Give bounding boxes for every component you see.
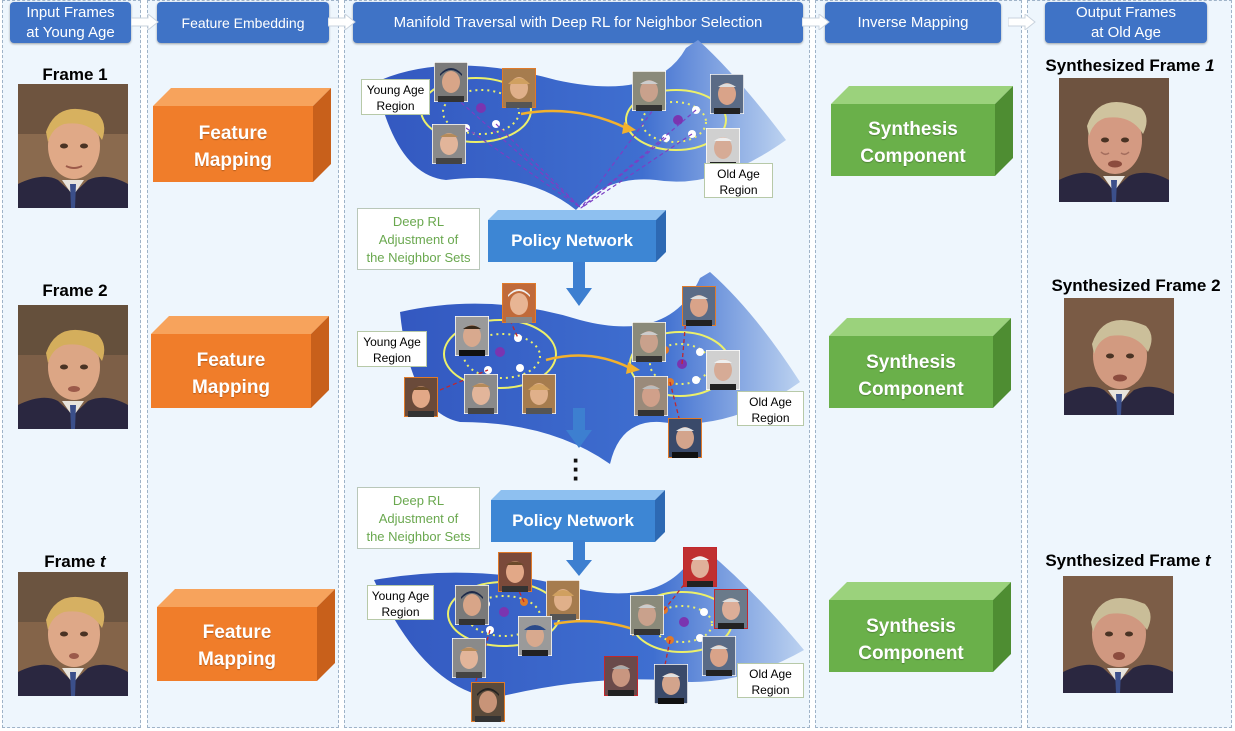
- neighbor-face-thumb: [682, 286, 716, 326]
- synthesis-cube-1: [831, 86, 1013, 176]
- policy-network-block-1: [488, 210, 666, 262]
- neighbor-face-thumb: [702, 636, 736, 676]
- neighbor-face-thumb: [706, 128, 740, 168]
- neighbor-face-thumb: [706, 350, 740, 390]
- young-face-image-2: [18, 305, 128, 429]
- synthesis-cube-3: [829, 582, 1011, 672]
- neighbor-face-thumb: [432, 124, 466, 164]
- neighbor-face-thumb: [502, 283, 536, 323]
- neighbor-face-thumb: [404, 377, 438, 417]
- header-output-frames: Output Frames at Old Age: [1045, 2, 1207, 43]
- neighbor-face-thumb: [668, 418, 702, 458]
- neighbor-face-thumb: [634, 376, 668, 416]
- neighbor-face-thumb: [452, 638, 486, 678]
- policy-network-block-2: [491, 490, 665, 542]
- header-input-line1: Input Frames: [26, 3, 115, 21]
- neighbor-face-thumb: [632, 322, 666, 362]
- neighbor-face-thumb: [502, 68, 536, 108]
- input-frame-1-label: Frame 1: [42, 65, 108, 84]
- header-inverse-mapping: Inverse Mapping: [825, 2, 1001, 43]
- neighbor-face-thumb: [654, 664, 688, 704]
- neighbor-face-thumb: [464, 374, 498, 414]
- synthesis-cube-2: [829, 318, 1011, 408]
- feature-mapping-cube-1: [153, 88, 331, 182]
- header-input-frames: Input Frames at Young Age: [10, 2, 131, 43]
- down-arrow-2: [566, 408, 592, 448]
- old-face-image-t: [1063, 576, 1173, 700]
- neighbor-face-thumb: [630, 595, 664, 635]
- neighbor-face-thumb: [522, 374, 556, 414]
- neighbor-face-thumb: [714, 589, 748, 629]
- header-embedding-text: Feature Embedding: [181, 14, 305, 31]
- feature-mapping-cube-2: [151, 316, 329, 408]
- neighbor-face-thumb: [546, 580, 580, 620]
- neighbor-face-thumb: [710, 74, 744, 114]
- young-face-image-t: [18, 572, 128, 696]
- neighbor-face-thumb: [455, 316, 489, 356]
- neighbor-face-thumb: [604, 656, 638, 696]
- header-manifold-text: Manifold Traversal with Deep RL for Neig…: [393, 13, 763, 31]
- policy-network-label-1: Policy Network: [511, 231, 633, 250]
- output-frame-1-label: Synthesized Frame 1: [1045, 56, 1215, 75]
- down-arrow-1: [566, 262, 592, 306]
- header-input-line2: at Young Age: [26, 23, 115, 41]
- manifold-surface-1: [376, 40, 786, 210]
- neighbor-face-thumb: [455, 585, 489, 625]
- header-inverse-text: Inverse Mapping: [857, 13, 969, 31]
- header-arrow-1: [131, 14, 159, 30]
- policy-network-label-2: Policy Network: [512, 511, 634, 530]
- input-frame-t-label: Frame t: [44, 552, 106, 571]
- neighbor-face-thumb: [632, 71, 666, 111]
- header-arrow-2: [328, 14, 356, 30]
- header-arrow-4: [1008, 14, 1036, 30]
- header-output-line2: at Old Age: [1090, 23, 1162, 41]
- young-face-image-1: [18, 84, 128, 208]
- down-arrow-3: [566, 540, 592, 576]
- header-output-line1: Output Frames: [1075, 3, 1177, 21]
- old-face-image-1: [1059, 78, 1169, 202]
- continuation-dots: ···: [572, 445, 581, 493]
- header-feature-embedding: Feature Embedding: [157, 2, 329, 43]
- header-manifold-traversal: Manifold Traversal with Deep RL for Neig…: [353, 2, 803, 43]
- neighbor-face-thumb: [498, 552, 532, 592]
- old-face-image-2: [1064, 298, 1174, 422]
- output-frame-2-label: Synthesized Frame 2: [1051, 276, 1221, 295]
- output-frame-t-label: Synthesized Frame t: [1045, 551, 1211, 570]
- neighbor-face-thumb: [518, 616, 552, 656]
- neighbor-face-thumb: [434, 62, 468, 102]
- input-frame-2-label: Frame 2: [42, 281, 108, 300]
- neighbor-face-thumb: [471, 682, 505, 722]
- feature-mapping-cube-3: [157, 589, 335, 681]
- neighbor-face-thumb: [683, 547, 717, 587]
- header-arrow-3: [802, 14, 830, 30]
